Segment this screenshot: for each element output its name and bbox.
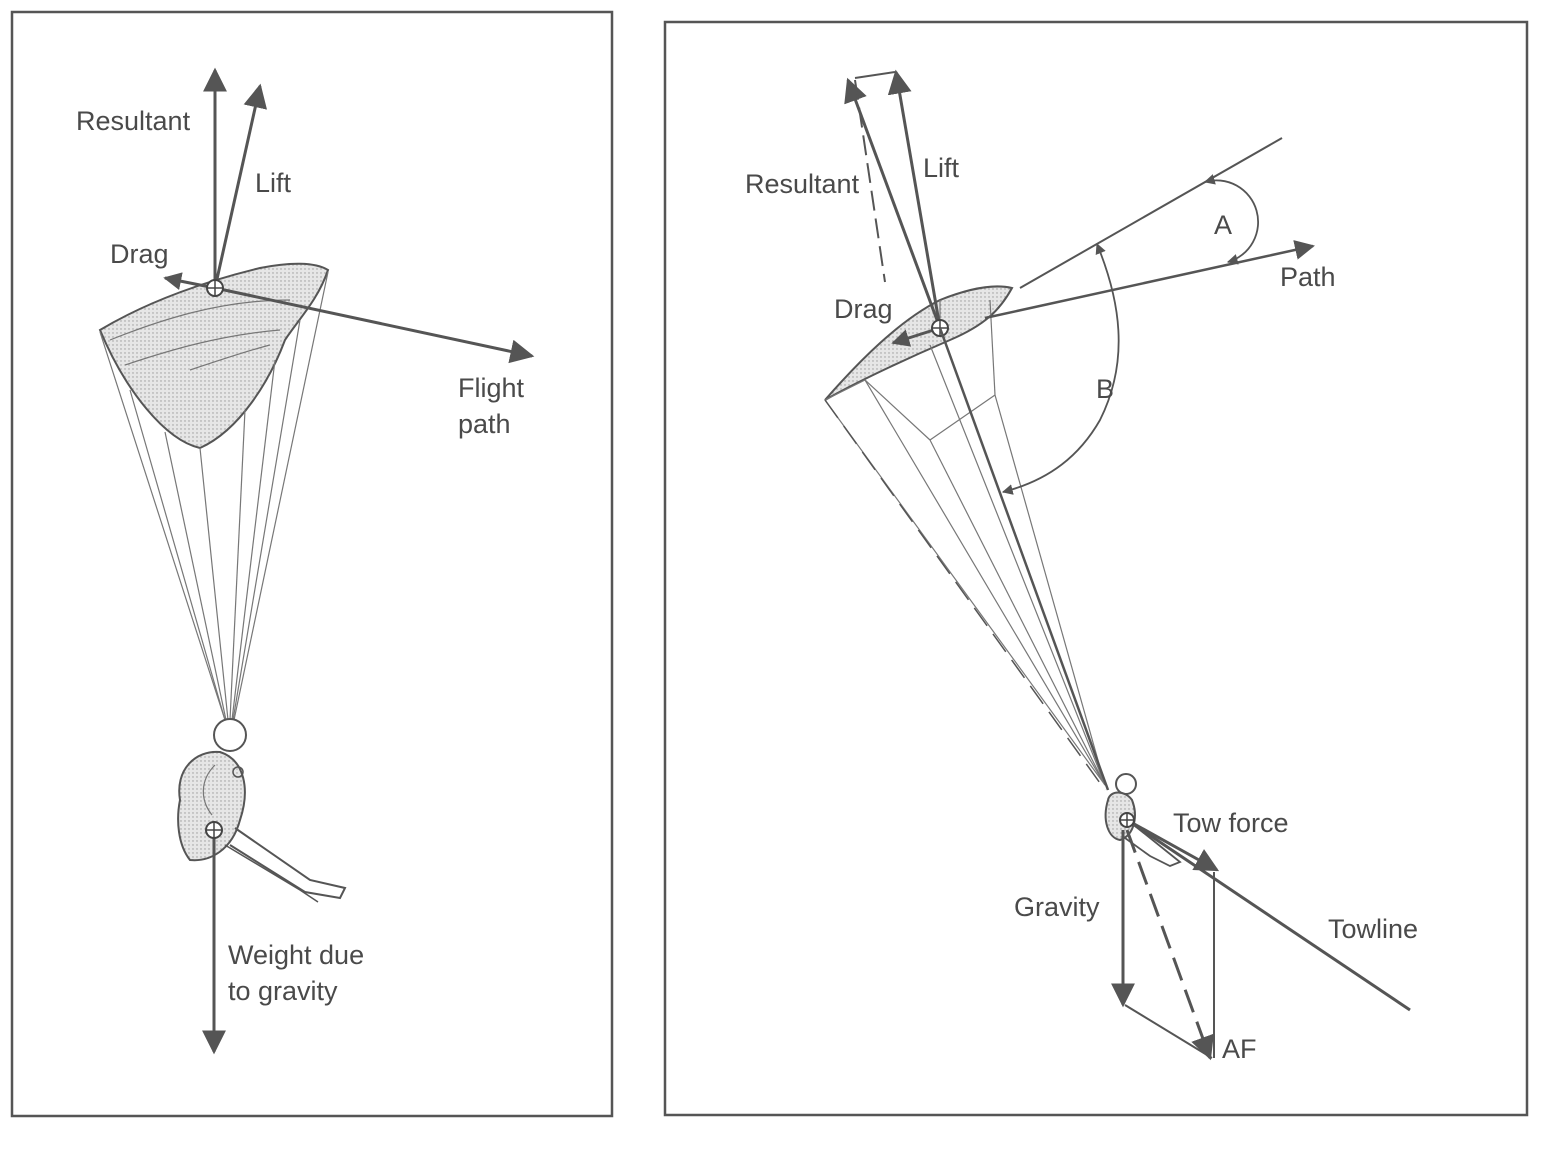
angle-a-arc xyxy=(1203,174,1259,265)
label-weight-due: Weight due xyxy=(228,940,364,970)
dashed-line-to-pilot xyxy=(824,399,1106,791)
pilot-figure-right xyxy=(1104,773,1182,867)
label-gravity: Gravity xyxy=(1014,892,1100,922)
label-drag-left: Drag xyxy=(110,239,169,269)
label-to-gravity: to gravity xyxy=(228,976,338,1006)
center-of-gravity-left xyxy=(205,821,223,839)
reference-line xyxy=(1019,137,1283,289)
canopy-left xyxy=(98,262,330,450)
center-of-pressure-left xyxy=(206,279,224,297)
label-tow-force: Tow force xyxy=(1173,808,1289,838)
tow-force-vector xyxy=(1126,818,1220,872)
path-vector xyxy=(984,240,1315,320)
label-lift-left: Lift xyxy=(255,168,292,198)
resultant-line-to-pilot xyxy=(938,327,1110,791)
pilot-figure-left xyxy=(177,718,347,903)
label-angle-b: B xyxy=(1096,374,1114,404)
right-panel-frame xyxy=(663,20,1529,1117)
label-af: AF xyxy=(1222,1034,1257,1064)
af-vector xyxy=(1125,829,1214,1061)
label-resultant-left: Resultant xyxy=(76,106,191,136)
lift-vector-left xyxy=(213,83,268,289)
left-panel-frame xyxy=(10,10,614,1118)
label-flight: Flight xyxy=(458,373,525,403)
right-panel: Resultant Lift Drag Path A B Tow force G… xyxy=(663,20,1529,1117)
label-towline: Towline xyxy=(1328,914,1418,944)
label-resultant-right: Resultant xyxy=(745,169,860,199)
resultant-dashed-guide xyxy=(854,79,886,283)
flight-path-vector xyxy=(214,286,535,364)
label-path-right: Path xyxy=(1280,262,1336,292)
label-angle-a: A xyxy=(1214,210,1232,240)
left-panel: Resultant Lift Drag Flight path Weight d… xyxy=(10,10,614,1118)
resultant-vector-right xyxy=(844,77,942,329)
label-path: path xyxy=(458,409,511,439)
lift-vector-right xyxy=(887,69,942,329)
center-of-gravity-right xyxy=(1119,812,1135,828)
suspension-lines-left xyxy=(99,271,329,721)
label-lift-right: Lift xyxy=(923,153,960,183)
resultant-lift-connector xyxy=(854,71,896,79)
angle-b-arc xyxy=(1001,243,1120,495)
towline xyxy=(1126,818,1411,1012)
suspension-lines-right xyxy=(824,344,1106,786)
label-drag-right: Drag xyxy=(834,294,893,324)
